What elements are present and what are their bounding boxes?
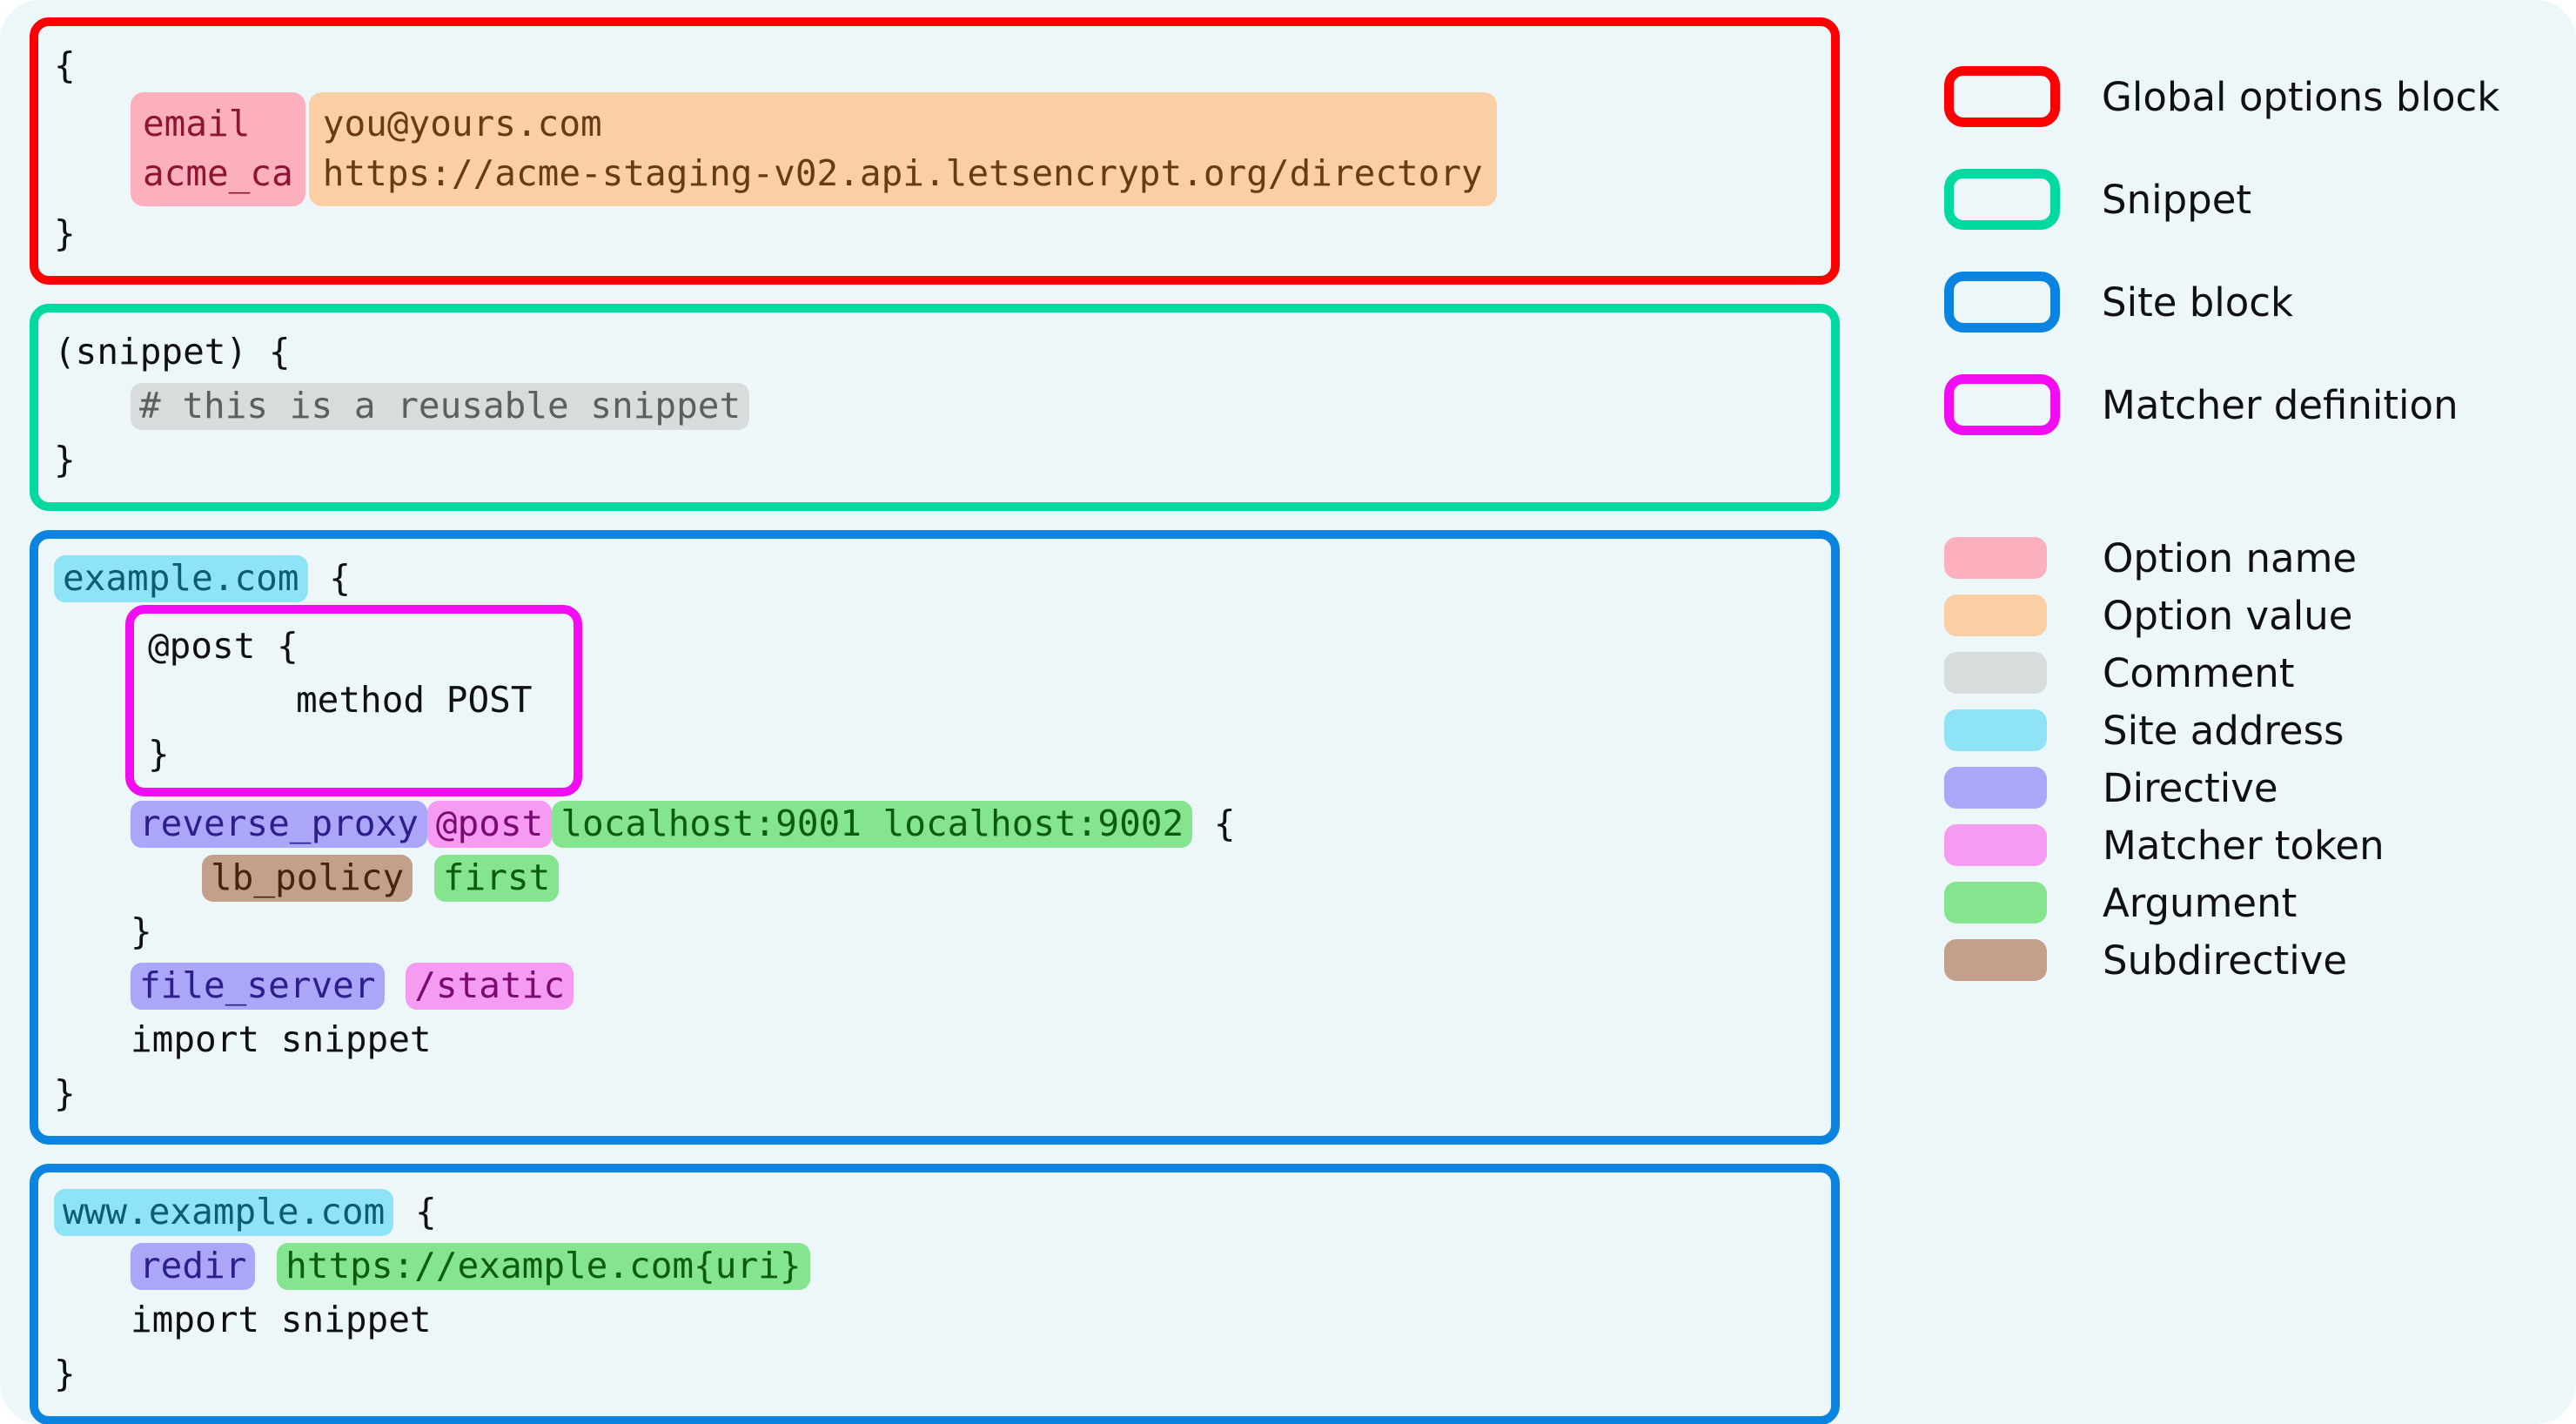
legend-label: Site block <box>2102 279 2294 326</box>
file-server-line: file_server /static <box>54 958 1815 1012</box>
import-line: import snippet <box>131 1299 432 1341</box>
site-header-line: www.example.com { <box>54 1185 1815 1239</box>
site-close-brace: } <box>54 1072 76 1115</box>
color-swatch-icon <box>1944 939 2047 981</box>
legend-item-comment: Comment <box>1944 644 2553 702</box>
reverse-proxy-open-brace: { <box>1213 803 1236 845</box>
snippet-comment-line: # this is a reusable snippet <box>54 379 1815 433</box>
site-header-line: example.com { <box>54 551 1815 605</box>
legend-label: Global options block <box>2102 73 2500 120</box>
matcher-close-brace: } <box>148 733 170 776</box>
option-value: https://acme-staging-v02.api.letsencrypt… <box>322 151 1483 194</box>
color-swatch-icon <box>1944 824 2047 866</box>
snippet-block: (snippet) { # this is a reusable snippet… <box>30 304 1840 512</box>
global-options-block: { email acme_ca you@yours.com https://ac… <box>30 17 1840 285</box>
outline-swatch-icon <box>1944 272 2060 332</box>
snippet-close-brace: } <box>54 439 76 481</box>
outline-swatch-icon <box>1944 374 2060 435</box>
outline-swatch-icon <box>1944 169 2060 230</box>
directive-token: reverse_proxy <box>131 801 427 849</box>
site-address-token: www.example.com <box>54 1189 394 1237</box>
option-value: you@yours.com <box>322 103 602 144</box>
argument-token: localhost:9001 localhost:9002 <box>552 801 1193 849</box>
legend-panel: Global options block Snippet Site block … <box>1944 45 2553 989</box>
legend-item-site-address: Site address <box>1944 702 2553 759</box>
legend-label: Comment <box>2103 649 2295 696</box>
outline-swatch-icon <box>1944 66 2060 127</box>
option-name: email <box>143 103 251 144</box>
matcher-token: @post <box>426 801 553 849</box>
site-address-token: example.com <box>54 555 308 603</box>
legend-swatch-group: Option name Option value Comment Site ad… <box>1944 529 2553 989</box>
option-name-group: email acme_ca <box>131 92 305 207</box>
lb-policy-line: lb_policy first <box>54 850 1815 904</box>
reverse-proxy-close-brace: } <box>131 910 152 953</box>
option-value-group: you@yours.com https://acme-staging-v02.a… <box>308 92 1497 207</box>
global-open-brace: { <box>54 44 76 86</box>
caddyfile-code-column: { email acme_ca you@yours.com https://ac… <box>30 17 1848 1424</box>
legend-label: Matcher definition <box>2102 381 2459 428</box>
subdirective-token: lb_policy <box>202 855 413 903</box>
legend-item-global-options-block: Global options block <box>1944 45 2553 148</box>
site-close-brace: } <box>54 1353 76 1395</box>
legend-item-matcher-token: Matcher token <box>1944 816 2553 874</box>
matcher-definition-block: @post { method POST } <box>125 605 582 797</box>
argument-token: https://example.com{uri} <box>277 1243 810 1291</box>
site-open-brace: { <box>329 557 351 600</box>
legend-item-site-block: Site block <box>1944 251 2553 353</box>
directive-token: redir <box>131 1243 256 1291</box>
legend-item-option-value: Option value <box>1944 587 2553 644</box>
legend-label: Site address <box>2103 707 2345 754</box>
option-name: acme_ca <box>143 151 293 194</box>
subdirective-argument-token: first <box>433 855 560 903</box>
legend-item-directive: Directive <box>1944 759 2553 816</box>
legend-label: Directive <box>2103 764 2278 811</box>
color-swatch-icon <box>1944 767 2047 809</box>
legend-label: Subdirective <box>2103 937 2348 984</box>
color-swatch-icon <box>1944 709 2047 751</box>
legend-item-matcher-definition: Matcher definition <box>1944 353 2553 456</box>
legend-label: Option value <box>2103 592 2353 639</box>
global-close-brace: } <box>54 212 76 255</box>
snippet-header: (snippet) { <box>54 331 291 373</box>
legend-label: Snippet <box>2102 176 2252 223</box>
site-block-www-example: www.example.com { redir https://example.… <box>30 1164 1840 1424</box>
global-options-table: email acme_ca you@yours.com https://acme… <box>131 92 1497 207</box>
color-swatch-icon <box>1944 882 2047 924</box>
redir-line: redir https://example.com{uri} <box>54 1239 1815 1293</box>
color-swatch-icon <box>1944 537 2047 579</box>
legend-item-snippet: Snippet <box>1944 148 2553 251</box>
matcher-body: method POST <box>296 679 533 722</box>
legend-label: Option name <box>2103 534 2358 581</box>
comment-token: # this is a reusable snippet <box>131 383 750 431</box>
legend-label: Matcher token <box>2103 822 2385 869</box>
site-open-brace: { <box>414 1191 437 1233</box>
legend-item-option-name: Option name <box>1944 529 2553 587</box>
matcher-header: @post { <box>148 625 299 668</box>
legend-item-argument: Argument <box>1944 874 2553 931</box>
import-line: import snippet <box>131 1018 432 1061</box>
directive-token: file_server <box>131 963 385 1011</box>
legend-outline-group: Global options block Snippet Site block … <box>1944 45 2553 456</box>
site-block-example: example.com { @post { method POST } reve… <box>30 530 1840 1145</box>
legend-label: Argument <box>2103 879 2298 926</box>
legend-item-subdirective: Subdirective <box>1944 931 2553 989</box>
color-swatch-icon <box>1944 594 2047 636</box>
color-swatch-icon <box>1944 652 2047 694</box>
matcher-token: /static <box>406 963 574 1011</box>
